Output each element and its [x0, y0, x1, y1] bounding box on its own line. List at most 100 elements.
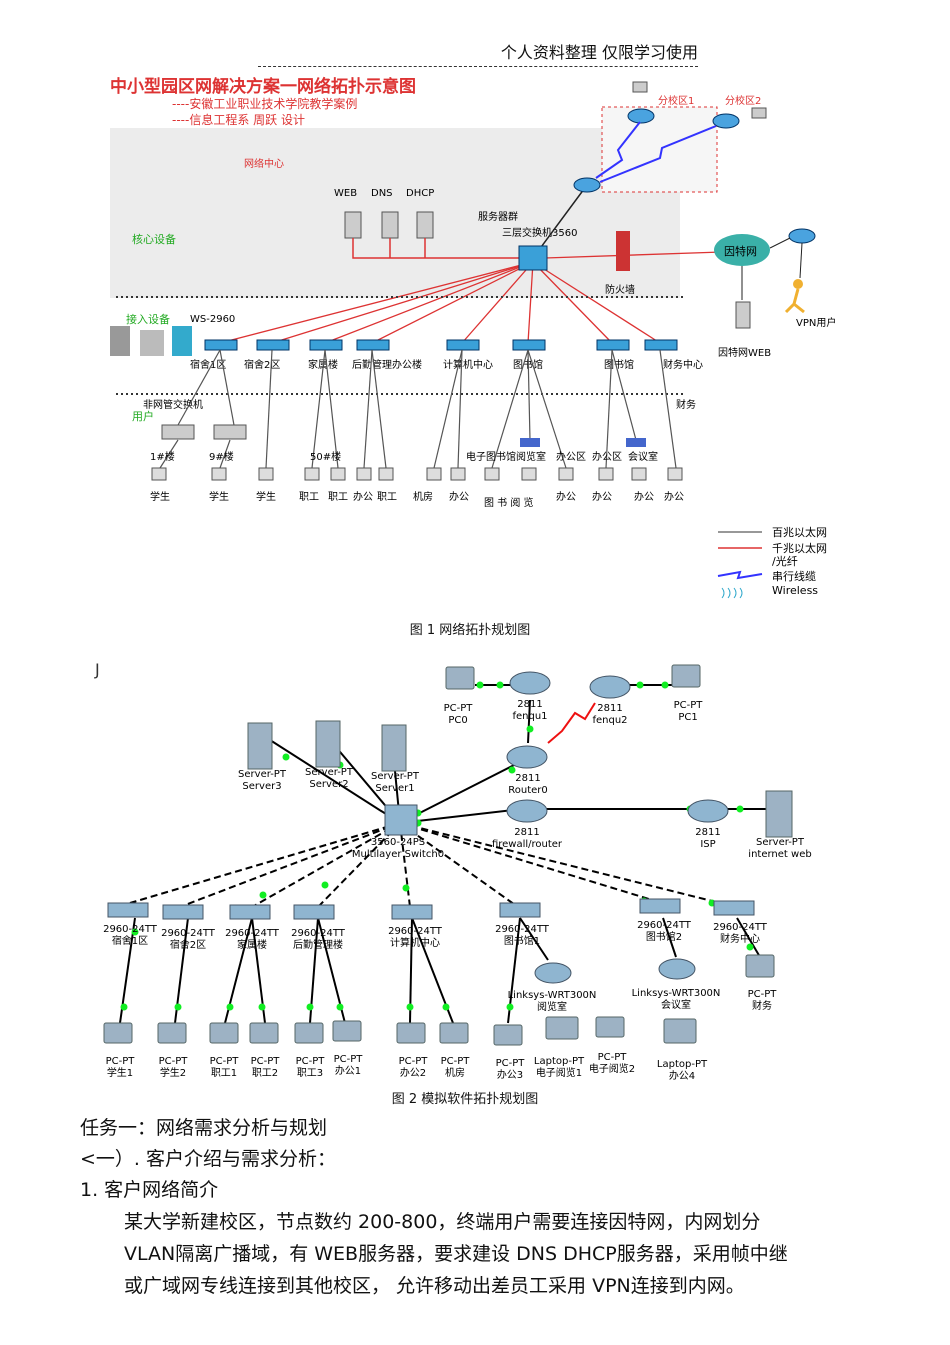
server1-model: Server-PT: [371, 771, 420, 782]
host-12: 办公: [634, 490, 654, 503]
fenqu2-model: 2811: [597, 703, 622, 714]
server2-model: Server-PT: [305, 767, 354, 778]
server-icons: [344, 211, 434, 239]
server-web: WEB: [334, 188, 357, 199]
legend-3: 串行线缆: [772, 569, 816, 583]
pc-6-model: PC-PT: [399, 1056, 429, 1067]
pc-5-model: PC-PT: [334, 1054, 364, 1065]
sw2-name: 家属楼: [237, 938, 267, 951]
pc-1-model: PC-PT: [159, 1056, 189, 1067]
bldg-0: 宿舍1区: [190, 358, 226, 371]
pc-10-name: 电子阅览2: [589, 1062, 635, 1075]
legend-2: /光纤: [772, 554, 798, 568]
sw0-model: 2960-24TT: [103, 924, 158, 935]
pc-3-model: PC-PT: [251, 1056, 281, 1067]
server1-name: Server1: [375, 783, 414, 794]
router0-name: Router0: [508, 785, 548, 796]
host-5: 办公: [353, 490, 373, 503]
bldg-3: 后勤管理办公楼: [352, 358, 422, 371]
sw4-name: 计算机中心: [390, 936, 440, 949]
page-header: 个人资料整理 仅限学习使用: [258, 42, 698, 67]
host-10: 办公: [556, 490, 576, 503]
label-users: 用户: [132, 409, 154, 423]
paragraph: 某大学新建校区，节点数约 200-800，终端用户需要连接因特网，内网划分 VL…: [124, 1206, 884, 1302]
pc-4-model: PC-PT: [296, 1056, 326, 1067]
room-0: 电子图书馆阅览室: [466, 450, 546, 463]
legend-4: Wireless: [772, 584, 818, 597]
host-0: 学生: [150, 490, 170, 503]
pc-1-name: 学生2: [160, 1066, 186, 1079]
label-internet-web: 因特网WEB: [718, 347, 771, 359]
pc0-model: PC-PT: [444, 703, 474, 714]
host-4: 职工: [328, 491, 348, 503]
label-core: 核心设备: [132, 232, 176, 246]
host-1: 学生: [209, 490, 229, 503]
figure-2-topology: PC-PT PC0 PC-PT PC1 2811 fenqu1 2811 fen…: [103, 664, 812, 1082]
ap1-model: Linksys-WRT300N: [508, 990, 597, 1001]
paragraph-line-3: 或广域网专线连接到其他校区， 允许移动出差员工采用 VPN连接到内网。: [124, 1275, 745, 1297]
legend-1: 千兆以太网: [772, 542, 827, 555]
pc-3-name: 职工2: [252, 1067, 278, 1079]
fig2-caption: 图 2 模拟软件拓扑规划图: [391, 1092, 539, 1107]
server2-name: Server2: [309, 779, 348, 790]
host-3: 职工: [299, 491, 319, 503]
bldg-4: 计算机中心: [443, 358, 493, 371]
pc-4-name: 职工3: [297, 1067, 323, 1079]
room-3: 会议室: [628, 450, 658, 463]
pc-2-model: PC-PT: [210, 1056, 240, 1067]
pc0-name: PC0: [448, 715, 467, 726]
host-6: 职工: [377, 491, 397, 503]
label-net-center: 网络中心: [244, 157, 284, 170]
host-13: 办公: [664, 490, 684, 503]
stray-mark: J: [95, 660, 100, 679]
pc-8-name: 办公3: [497, 1068, 523, 1081]
fig1-sub1: ----安徽工业职业技术学院教学案例: [172, 96, 357, 111]
server-dns: DNS: [371, 188, 393, 199]
room-2: 办公区: [592, 450, 622, 463]
router0-model: 2811: [515, 773, 540, 784]
fig1-title: 中小型园区网解决方案一网络拓扑示意图: [110, 76, 416, 97]
fenqu2-name: fenqu2: [592, 715, 627, 726]
pc-9-name: 电子阅览1: [536, 1066, 582, 1079]
paragraph-line-1: 某大学新建校区，节点数约 200-800，终端用户需要连接因特网，内网划分: [124, 1211, 761, 1233]
pcfin-model: PC-PT: [748, 989, 778, 1000]
sw1-name: 宿舍2区: [170, 938, 206, 951]
item-heading: 1. 客户网络简介: [80, 1179, 219, 1201]
label-finance: 财务: [676, 398, 696, 411]
bldg-num-1: 9#楼: [209, 450, 234, 463]
firewall-model: 2811: [514, 827, 539, 838]
label-unmanaged: 非网管交换机: [143, 398, 203, 411]
pc1-model: PC-PT: [674, 700, 704, 711]
host-8: 办公: [449, 490, 469, 503]
figure-1-topology: 中小型园区网解决方案一网络拓扑示意图 ----安徽工业职业技术学院教学案例 --…: [110, 76, 836, 599]
bldg-num-2: 50#楼: [310, 450, 341, 463]
bldg-1: 宿舍2区: [244, 358, 280, 371]
sw6-name: 图书馆2: [646, 930, 682, 943]
paragraph-line-2: VLAN隔离广播域，有 WEB服务器，要求建设 DNS DHCP服务器，采用帧中…: [124, 1243, 788, 1265]
pc-5-name: 办公1: [335, 1064, 361, 1077]
sw7-name: 财务中心: [720, 932, 760, 945]
isp-name: ISP: [700, 839, 715, 850]
pc-7-model: PC-PT: [441, 1056, 471, 1067]
task-heading: 任务一：网络需求分析与规划: [80, 1117, 328, 1139]
pc-2-name: 职工1: [211, 1067, 237, 1079]
label-internet: 因特网: [724, 244, 757, 258]
ap2-model: Linksys-WRT300N: [632, 988, 721, 999]
host-7: 机房: [413, 490, 433, 503]
pc1-name: PC1: [678, 712, 697, 723]
sw5-model: 2960-24TT: [495, 924, 550, 935]
pc-11-model: Laptop-PT: [657, 1059, 708, 1070]
sw5-name: 图书馆1: [504, 934, 540, 947]
bldg-6: 图书馆: [604, 358, 634, 371]
pc-7-name: 机房: [445, 1066, 465, 1079]
sw0-name: 宿舍1区: [112, 934, 148, 947]
pc-9-model: Laptop-PT: [534, 1056, 585, 1067]
fenqu1-name: fenqu1: [512, 711, 547, 722]
server3-model: Server-PT: [238, 769, 287, 780]
section-heading: <一）. 客户介绍与需求分析：: [80, 1148, 336, 1170]
pcfin-name: 财务: [752, 999, 772, 1012]
sw3-name: 后勤管理楼: [293, 938, 343, 951]
bldg-7: 财务中心: [663, 358, 703, 371]
label-firewall: 防火墙: [605, 283, 635, 296]
host-11: 办公: [592, 490, 612, 503]
